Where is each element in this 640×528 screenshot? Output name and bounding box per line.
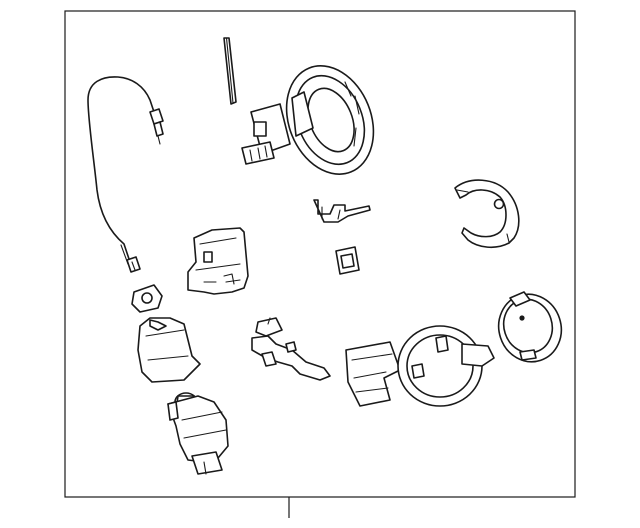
rod-icon <box>223 37 237 105</box>
shield-icon <box>454 179 520 249</box>
cable-icon <box>87 76 164 273</box>
door-lid-icon <box>497 291 563 363</box>
bracket-icon <box>187 227 249 295</box>
housing-icon <box>241 65 375 175</box>
clip-icon <box>313 199 371 223</box>
boot-icon <box>137 317 201 383</box>
door-base-icon <box>345 325 495 407</box>
grommet-icon <box>335 246 360 275</box>
actuator-icon <box>167 392 229 475</box>
harness-icon <box>251 317 331 381</box>
clamp-icon <box>131 284 163 313</box>
